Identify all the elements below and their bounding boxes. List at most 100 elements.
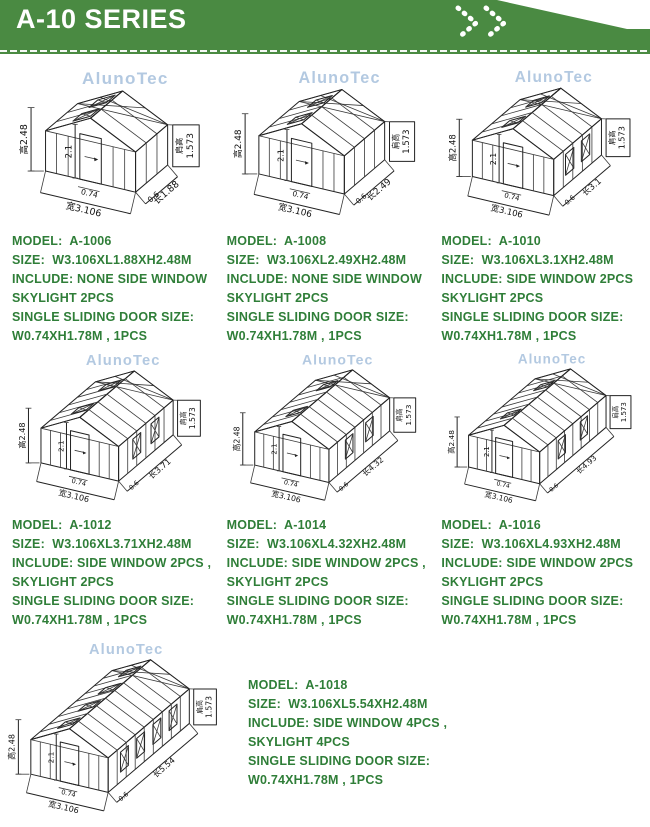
spec-door-title: SINGLE SLIDING DOOR SIZE:: [226, 310, 409, 324]
product-specs: MODEL: A-1008 SIZE: W3.106XL2.49XH2.48M …: [218, 228, 433, 346]
svg-text:0.74: 0.74: [503, 191, 520, 202]
svg-text:肩高: 肩高: [179, 411, 188, 425]
product-specs: MODEL: A-1014 SIZE: W3.106XL4.32XH2.48M …: [218, 512, 433, 630]
spec-door-size: W0.74XH1.78M , 1PCS: [441, 329, 577, 343]
spec-include: INCLUDE: SIDE WINDOW 2PCS ,: [12, 556, 212, 570]
spec-size: SIZE: W3.106XL3.1XH2.48M: [441, 253, 614, 267]
svg-text:长3.71: 长3.71: [147, 456, 173, 481]
spec-door-size: W0.74XH1.78M , 1PCS: [226, 613, 362, 627]
svg-text:肩高: 肩高: [174, 138, 184, 154]
svg-text:0.74: 0.74: [71, 477, 87, 488]
svg-text:0.74: 0.74: [283, 479, 298, 489]
svg-text:AlunoTec: AlunoTec: [514, 69, 592, 86]
svg-text:0.6: 0.6: [548, 482, 560, 494]
spec-size: SIZE: W3.106XL4.32XH2.48M: [226, 537, 407, 551]
spec-include: INCLUDE: SIDE WINDOW 2PCS ,: [226, 556, 426, 570]
svg-text:2.1: 2.1: [483, 446, 491, 457]
spec-door-title: SINGLE SLIDING DOOR SIZE:: [12, 594, 195, 608]
svg-text:AlunoTec: AlunoTec: [518, 352, 586, 367]
spec-include: INCLUDE: SIDE WINDOW 2PCS: [441, 272, 634, 286]
spec-size: SIZE: W3.106XL2.49XH2.48M: [226, 253, 407, 267]
svg-text:0.74: 0.74: [495, 480, 510, 490]
spec-door-size: W0.74XH1.78M , 1PCS: [12, 329, 148, 343]
spec-model: MODEL: A-1012: [12, 518, 112, 532]
svg-text:0.74: 0.74: [60, 788, 76, 799]
spec-door-title: SINGLE SLIDING DOOR SIZE:: [12, 310, 195, 324]
spec-model: MODEL: A-1018: [248, 678, 348, 692]
svg-text:0.74: 0.74: [292, 189, 310, 202]
svg-text:长4.32: 长4.32: [360, 454, 386, 478]
spec-door-title: SINGLE SLIDING DOOR SIZE:: [441, 310, 624, 324]
spec-skylight: SKYLIGHT 2PCS: [12, 575, 114, 589]
spec-size: SIZE: W3.106XL1.88XH2.48M: [12, 253, 192, 267]
spec-skylight: SKYLIGHT 2PCS: [441, 291, 544, 305]
spec-model: MODEL: A-1010: [441, 234, 541, 248]
svg-text:2.1: 2.1: [46, 752, 55, 764]
product-specs: MODEL: A-1006 SIZE: W3.106XL1.88XH2.48M …: [3, 228, 218, 346]
banner-dashed-line: [0, 50, 650, 52]
svg-text:1.573: 1.573: [616, 126, 626, 149]
spec-skylight: SKYLIGHT 2PCS: [226, 575, 329, 589]
svg-text:2.1: 2.1: [65, 145, 75, 159]
svg-text:2.1: 2.1: [269, 443, 278, 454]
svg-text:AlunoTec: AlunoTec: [302, 351, 373, 367]
svg-text:长5.54: 长5.54: [151, 755, 177, 779]
spec-model: MODEL: A-1016: [441, 518, 541, 532]
svg-text:肩高: 肩高: [390, 134, 400, 150]
spec-model: MODEL: A-1008: [226, 234, 327, 248]
svg-text:宽3.106: 宽3.106: [271, 488, 302, 505]
product-specs: MODEL: A-1012 SIZE: W3.106XL3.71XH2.48M …: [3, 512, 218, 630]
svg-text:高2.48: 高2.48: [232, 129, 244, 158]
svg-text:0.74: 0.74: [80, 187, 99, 200]
spec-include: INCLUDE: NONE SIDE WINDOW: [12, 272, 208, 286]
spec-skylight: SKYLIGHT 2PCS: [441, 575, 544, 589]
spec-door-size: W0.74XH1.78M , 1PCS: [248, 773, 384, 787]
banner-background: A-10 SERIES: [0, 0, 650, 54]
series-title: A-10 SERIES: [16, 4, 187, 34]
spec-door-size: W0.74XH1.78M , 1PCS: [226, 329, 362, 343]
spec-include: INCLUDE: SIDE WINDOW 2PCS: [441, 556, 634, 570]
svg-text:长3.1: 长3.1: [580, 176, 603, 198]
svg-text:高2.48: 高2.48: [18, 124, 30, 154]
spec-size: SIZE: W3.106XL3.71XH2.48M: [12, 537, 192, 551]
spec-size: SIZE: W3.106XL4.93XH2.48M: [441, 537, 621, 551]
svg-text:长2.49: 长2.49: [364, 175, 394, 203]
svg-text:高2.48: 高2.48: [17, 423, 27, 449]
svg-text:高2.48: 高2.48: [446, 430, 455, 454]
spec-skylight: SKYLIGHT 2PCS: [12, 291, 114, 305]
svg-text:AlunoTec: AlunoTec: [89, 642, 163, 658]
svg-text:0.6: 0.6: [338, 481, 350, 493]
svg-text:1.573: 1.573: [402, 129, 412, 153]
spec-include: INCLUDE: NONE SIDE WINDOW: [226, 272, 422, 286]
spec-door-size: W0.74XH1.78M , 1PCS: [12, 613, 148, 627]
svg-text:高2.48: 高2.48: [7, 734, 17, 760]
spec-model: MODEL: A-1006: [12, 234, 112, 248]
svg-text:1.573: 1.573: [189, 407, 198, 429]
spec-include: INCLUDE: SIDE WINDOW 4PCS ,: [248, 716, 448, 730]
svg-text:肩高: 肩高: [610, 406, 619, 419]
spec-skylight: SKYLIGHT 4PCS: [248, 735, 350, 749]
product-specs: MODEL: A-1010 SIZE: W3.106XL3.1XH2.48M I…: [432, 228, 647, 346]
spec-model: MODEL: A-1014: [226, 518, 327, 532]
svg-text:2.1: 2.1: [276, 149, 286, 162]
product-specs: MODEL: A-1018 SIZE: W3.106XL5.54XH2.48M …: [239, 672, 449, 826]
svg-text:肩高: 肩高: [607, 130, 616, 145]
svg-text:AlunoTec: AlunoTec: [298, 69, 380, 87]
svg-text:肩高: 肩高: [195, 700, 204, 714]
